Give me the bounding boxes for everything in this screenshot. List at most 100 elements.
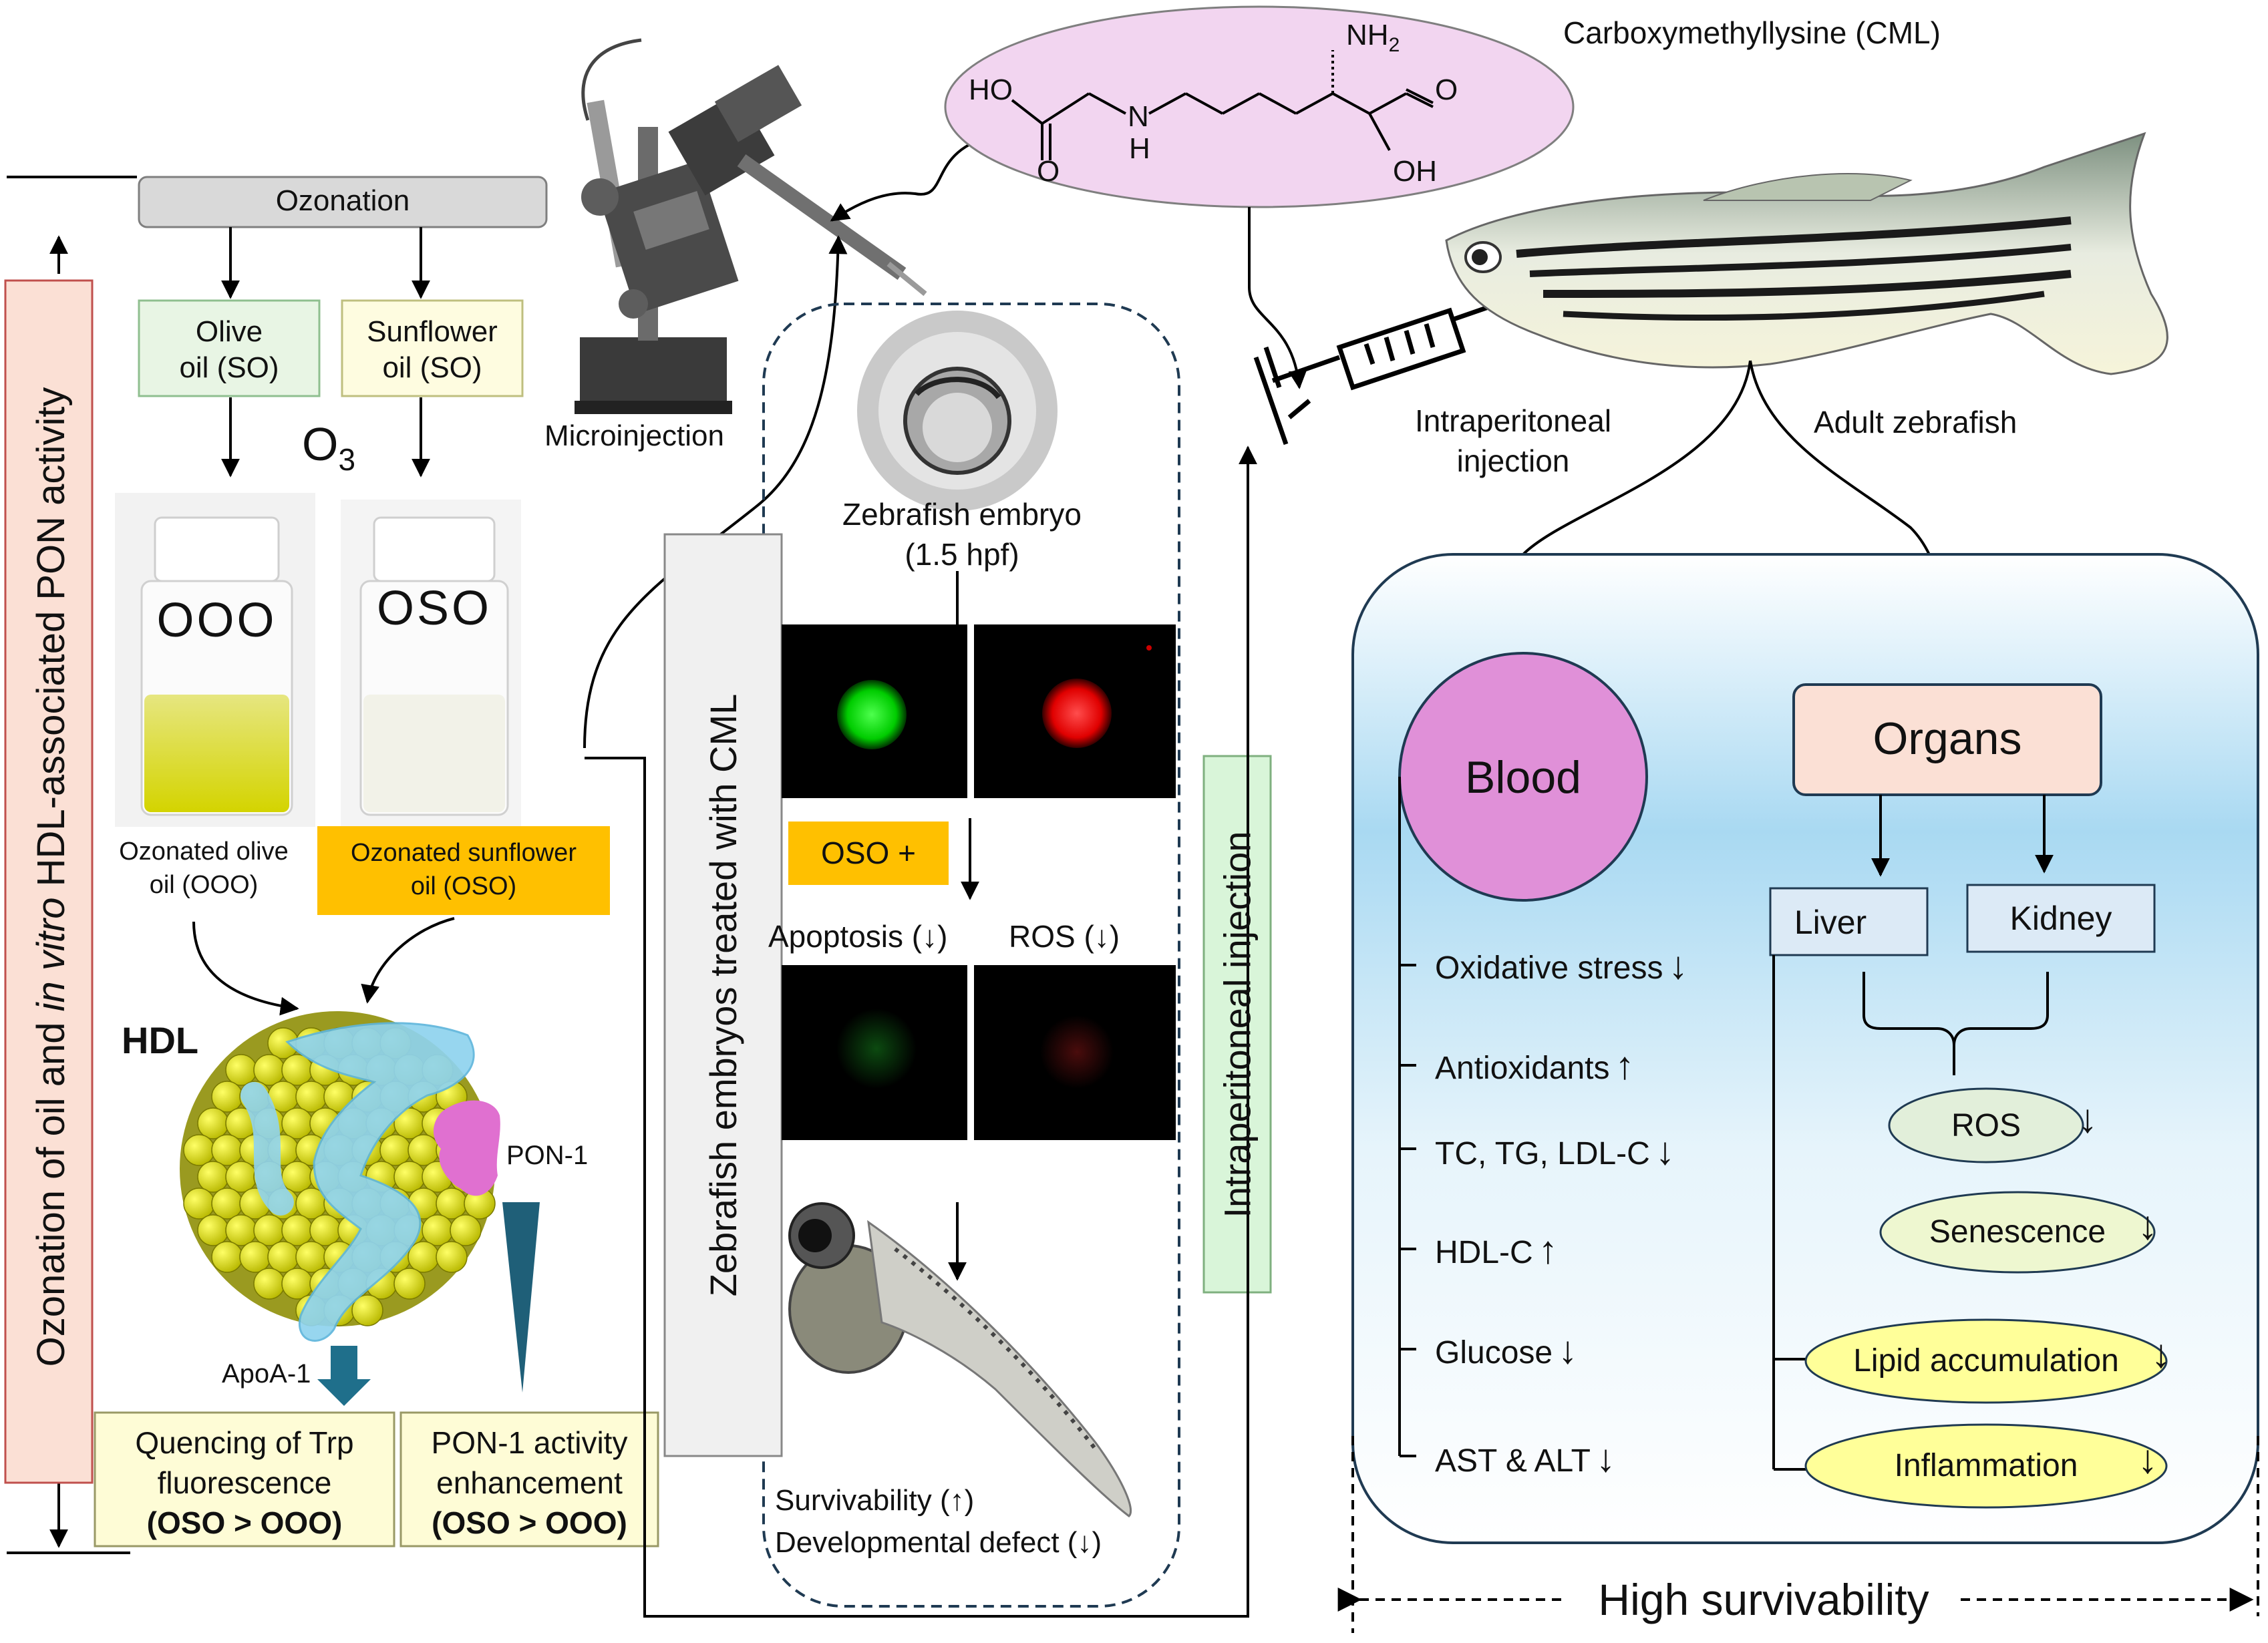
blood-outcome-text: TC, TG, LDL-C	[1435, 1136, 1650, 1171]
organ-arrow-lipid: ↓	[2151, 1331, 2171, 1376]
vial-label-ooo: OOO	[156, 594, 277, 647]
lipid-ellipse	[1804, 1318, 2168, 1404]
embryo-caption: Zebrafish embryo(1.5 hpf)	[842, 497, 1082, 572]
oso-plus-box	[788, 822, 949, 885]
liver-box	[1769, 887, 1929, 956]
hdl-lipid-ball	[211, 1241, 243, 1273]
olive-oil-box	[138, 299, 321, 397]
blood-outcome-text: Antioxidants	[1435, 1051, 1610, 1086]
atom-o1: O	[1037, 155, 1060, 188]
adult-zebrafish-label: Adult zebrafish	[1814, 405, 2017, 439]
blood-outcome-item: HDL-C↑	[1435, 1228, 1558, 1272]
down-arrow-icon: ↓	[1596, 1437, 1615, 1480]
blood-label: Blood	[1465, 752, 1581, 803]
hdl-lipid-ball	[281, 1107, 313, 1139]
atom-nh2: NH2	[1346, 19, 1400, 56]
hdl-lipid-ball	[253, 1268, 285, 1300]
pon1-label: PON-1	[506, 1141, 589, 1170]
ozonation-label: Ozonation	[275, 184, 410, 217]
ros-ellipse	[1888, 1087, 2084, 1163]
oso-caption-box	[317, 826, 610, 915]
hdl-lipid-ball	[295, 1241, 327, 1273]
down-arrow-icon: ↓	[1558, 1328, 1578, 1372]
pon1-wedge	[502, 1202, 540, 1393]
zebrafish-larva-image	[788, 1202, 1132, 1517]
hdl-lipid-ball	[197, 1214, 229, 1246]
hdl-lipid-ball	[197, 1107, 229, 1139]
liver-label: Liver	[1794, 904, 1867, 941]
cml-title: Carboxymethyllysine (CML)	[1563, 15, 1941, 50]
microinjection-label: Microinjection	[544, 419, 724, 452]
organ-arrow-senescence: ↓	[2138, 1203, 2158, 1248]
blood-outcome-text: Oxidative stress	[1435, 950, 1663, 986]
hdl-lipid-ball	[183, 1134, 215, 1166]
vial-label-oso: OSO	[376, 582, 492, 635]
hdl-lipid-ball	[225, 1054, 257, 1086]
hdl-lipid-ball	[436, 1188, 468, 1220]
zebrafish-embryo-image	[857, 311, 1058, 511]
hdl-lipid-ball	[422, 1214, 454, 1246]
blood-tree-lines	[1398, 777, 1416, 1457]
ip-injection-box	[1202, 755, 1272, 1294]
survivability-label: Survivability (↑)	[775, 1484, 975, 1517]
kidney-label: Kidney	[2009, 900, 2112, 937]
senescence-ellipse	[1879, 1191, 2156, 1274]
organ-item-lipid: Lipid accumulation	[1853, 1343, 2119, 1379]
apoa1-label: ApoA-1	[222, 1359, 311, 1389]
kidney-box	[1966, 884, 2156, 953]
embryo-panel	[762, 303, 1180, 1608]
up-arrow-icon: ↑	[1538, 1228, 1558, 1272]
pon1-protein-shape	[433, 1100, 500, 1196]
atom-ho: HO	[969, 73, 1013, 106]
ip-vertical-label: Intraperitoneal injection	[1216, 831, 1259, 1218]
ros-mid-label: ROS (↓)	[1009, 919, 1120, 954]
cml-vertical-label: Zebrafish embryos treated with CML	[702, 693, 744, 1297]
cml-label-box	[663, 533, 783, 1457]
ozonation-box	[138, 176, 548, 228]
hdl-lipid-ball	[281, 1214, 313, 1246]
organ-item-ros: ROS	[1951, 1108, 2021, 1143]
atom-o2: O	[1435, 73, 1458, 106]
hdl-lipid-ball	[309, 1214, 341, 1246]
high-survivability-label: High survivability	[1598, 1575, 1929, 1624]
hdl-label: HDL	[122, 1019, 199, 1061]
sunflower-oil-box	[341, 299, 524, 397]
hdl-lipid-ball	[211, 1188, 243, 1220]
hdl-lipid-ball	[281, 1268, 313, 1300]
cml-ellipse	[944, 5, 1575, 208]
blood-outcome-text: HDL-C	[1435, 1235, 1533, 1270]
apoa1-down-arrow	[317, 1346, 371, 1406]
hdl-lipid-ball	[379, 1134, 412, 1166]
oso-plus-label: OSO +	[821, 836, 916, 870]
apoptosis-label: Apoptosis (↓)	[768, 919, 948, 954]
hdl-lipid-ball	[281, 1161, 313, 1193]
developmental-defect-label: Developmental defect (↓)	[775, 1526, 1102, 1559]
down-arrow-icon: ↓	[1668, 944, 1688, 987]
left-panel-bracket	[7, 176, 137, 1554]
organ-arrow-inflammation: ↓	[2138, 1437, 2158, 1481]
hdl-lipid-ball	[436, 1241, 468, 1273]
oil-vials-photo	[115, 493, 521, 828]
left-vertical-title: Ozonation of oil and in vitro HDL-associ…	[29, 387, 73, 1367]
inflammation-ellipse	[1804, 1423, 2168, 1509]
blood-outcome-item: AST & ALT↓	[1435, 1436, 1615, 1481]
atom-h: H	[1129, 132, 1150, 165]
hdl-lipid-ball	[253, 1214, 285, 1246]
organs-box	[1792, 683, 2102, 796]
organ-item-senescence: Senescence	[1929, 1214, 2106, 1250]
blood-outcome-item: Antioxidants↑	[1435, 1043, 1635, 1088]
hdl-lipid-ball	[351, 1294, 383, 1326]
adult-zebrafish-image	[1445, 132, 2168, 375]
cml-structure	[1011, 50, 1434, 160]
left-title-box	[4, 279, 94, 1484]
organ-arrow-ros: ↓	[2078, 1096, 2098, 1141]
hdl-lipid-ball	[408, 1241, 440, 1273]
hdl-lipid-ball	[295, 1081, 327, 1113]
apoa1-protein-shape	[240, 1022, 475, 1342]
microinjector-image	[575, 38, 927, 414]
